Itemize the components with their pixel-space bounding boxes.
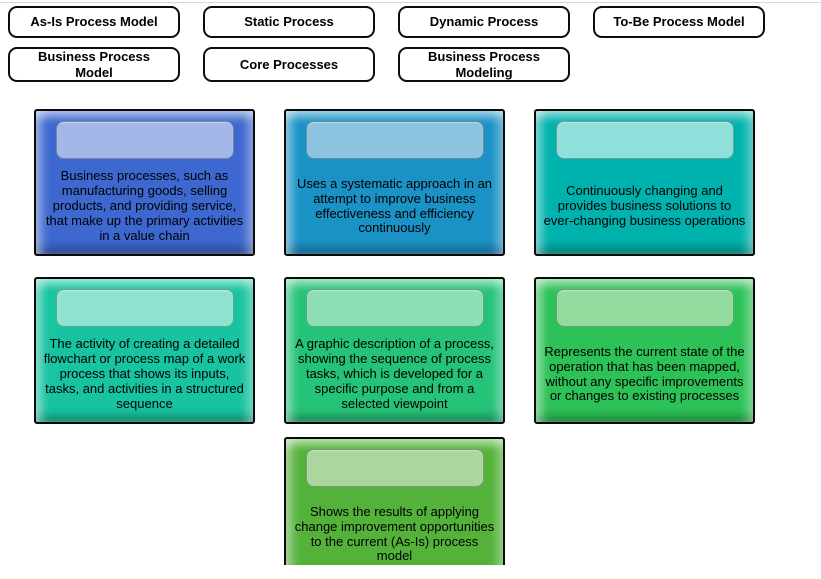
activity-frame: As-Is Process Model Static Process Dynam… bbox=[0, 0, 821, 565]
answer-drop-zone[interactable] bbox=[555, 289, 734, 327]
term-chip-as-is-process-model[interactable]: As-Is Process Model bbox=[8, 6, 180, 38]
term-label: Core Processes bbox=[239, 56, 339, 72]
answer-drop-zone[interactable] bbox=[55, 121, 234, 159]
term-chip-static-process[interactable]: Static Process bbox=[203, 6, 375, 38]
definition-text: The activity of creating a detailed flow… bbox=[43, 336, 246, 411]
answer-drop-zone[interactable] bbox=[55, 289, 234, 327]
term-label: To-Be Process Model bbox=[613, 14, 745, 30]
term-chip-to-be-process-model[interactable]: To-Be Process Model bbox=[593, 6, 765, 38]
definition-text: A graphic description of a process, show… bbox=[295, 336, 494, 411]
definition-text: Continuously changing and provides busin… bbox=[543, 183, 746, 228]
definition-card: The activity of creating a detailed flow… bbox=[34, 277, 255, 424]
term-chip-dynamic-process[interactable]: Dynamic Process bbox=[398, 6, 570, 38]
definition-text: Shows the results of applying change imp… bbox=[294, 503, 495, 564]
term-chip-business-process-modeling[interactable]: Business Process Modeling bbox=[398, 47, 570, 82]
term-label: Static Process bbox=[244, 14, 334, 30]
definition-text: Represents the current state of the oper… bbox=[544, 343, 745, 404]
definition-card: Represents the current state of the oper… bbox=[534, 277, 755, 424]
term-chip-business-process-model[interactable]: Business Process Model bbox=[8, 47, 180, 82]
definition-card: A graphic description of a process, show… bbox=[284, 277, 505, 424]
top-divider bbox=[0, 2, 821, 3]
definition-card: Uses a systematic approach in an attempt… bbox=[284, 109, 505, 256]
term-label: Business Process Modeling bbox=[427, 49, 540, 80]
term-label: Dynamic Process bbox=[429, 14, 539, 30]
term-label: As-Is Process Model bbox=[30, 14, 158, 30]
answer-drop-zone[interactable] bbox=[305, 289, 484, 327]
definition-card: Business processes, such as manufacturin… bbox=[34, 109, 255, 256]
answer-drop-zone[interactable] bbox=[555, 121, 734, 159]
definition-text: Uses a systematic approach in an attempt… bbox=[296, 175, 493, 236]
term-chip-core-processes[interactable]: Core Processes bbox=[203, 47, 375, 82]
definition-card: Continuously changing and provides busin… bbox=[534, 109, 755, 256]
term-label: Business Process Model bbox=[37, 49, 150, 80]
definition-card: Shows the results of applying change imp… bbox=[284, 437, 505, 565]
answer-drop-zone[interactable] bbox=[305, 121, 484, 159]
definition-text: Business processes, such as manufacturin… bbox=[45, 168, 244, 243]
answer-drop-zone[interactable] bbox=[305, 449, 484, 487]
